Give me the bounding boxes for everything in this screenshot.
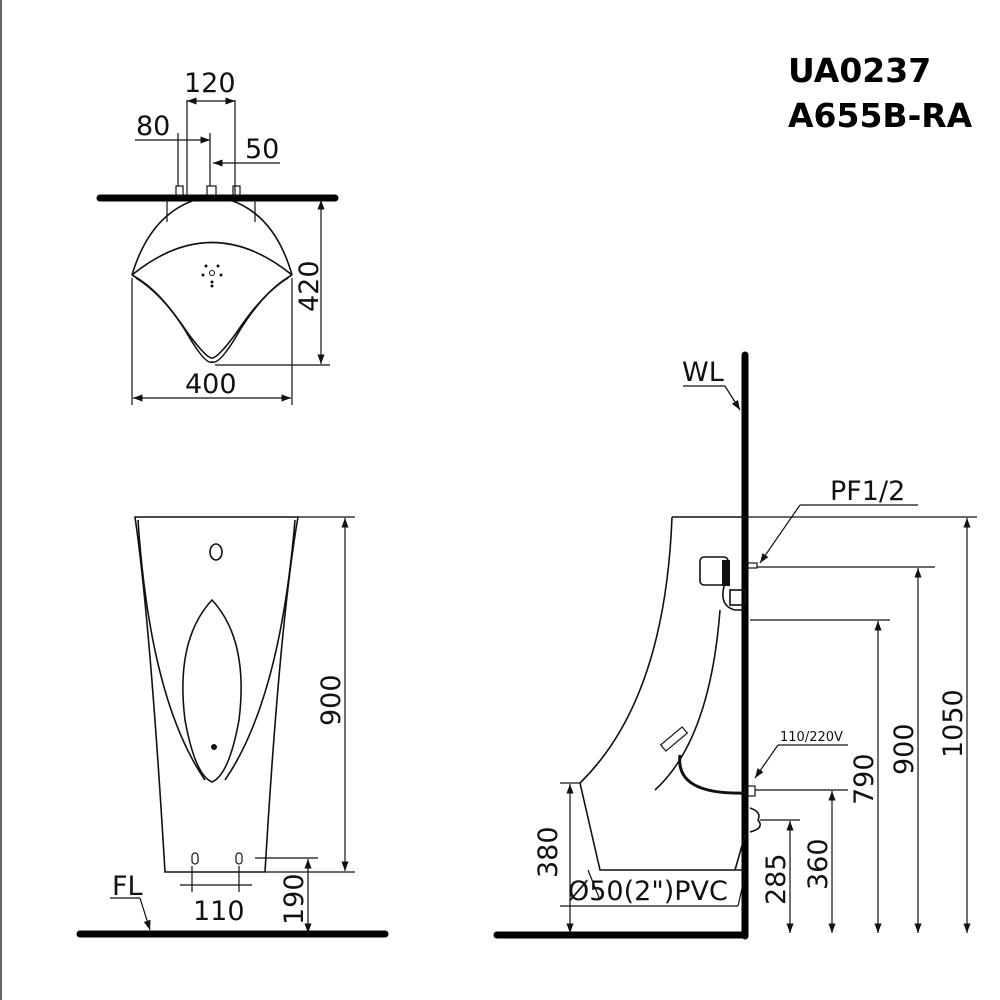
wall-label: WL [682, 357, 724, 388]
bowl-lower [131, 274, 293, 363]
dim-790-label: 790 [849, 753, 880, 805]
urinal-side-outline [579, 516, 745, 871]
bowl-outer-edge [131, 199, 293, 276]
dim-110-label: 110 [193, 896, 245, 927]
urinal-inner-edge [137, 519, 296, 781]
urinal-front-outline [134, 516, 299, 873]
dim-400-label: 400 [185, 369, 237, 400]
supply-label: PF1/2 [830, 476, 905, 507]
dim-285-label: 285 [761, 853, 792, 905]
dim-80-label: 80 [136, 111, 170, 142]
side-view: WL PF1/2 110/220V Ø50(2")PVC 1050 900 79… [493, 351, 977, 940]
floor-label: FL [112, 871, 143, 902]
top-view: 120 80 50 420 400 [96, 68, 339, 405]
dim-190-label: 190 [279, 873, 310, 925]
power-label: 110/220V [780, 730, 843, 745]
dim-420-label: 420 [294, 260, 325, 312]
supply-pipe [744, 562, 758, 569]
power-cable [678, 754, 746, 795]
dim-900-side-label: 900 [889, 723, 920, 775]
spray-head-icon [201, 264, 223, 288]
model-variant: A655B-RA [788, 96, 973, 135]
dim-120-label: 120 [184, 68, 236, 99]
bowl-rim [131, 241, 293, 276]
model-number: UA0237 [788, 51, 931, 90]
dim-1050-label: 1050 [938, 689, 969, 758]
drain-icon [211, 744, 217, 750]
sensor-window [209, 543, 223, 561]
dim-380-label: 380 [533, 826, 564, 878]
urinal-side-inner [654, 609, 721, 791]
dim-900-front-label: 900 [316, 674, 347, 726]
drain-label: Ø50(2")PVC [568, 876, 728, 907]
dim-360-label: 360 [803, 838, 834, 890]
dim-50-label: 50 [245, 134, 279, 165]
urinal-bowl-opening [182, 598, 242, 783]
bowl-lower-inner [135, 277, 289, 359]
front-view: FL 900 110 190 [76, 516, 389, 938]
